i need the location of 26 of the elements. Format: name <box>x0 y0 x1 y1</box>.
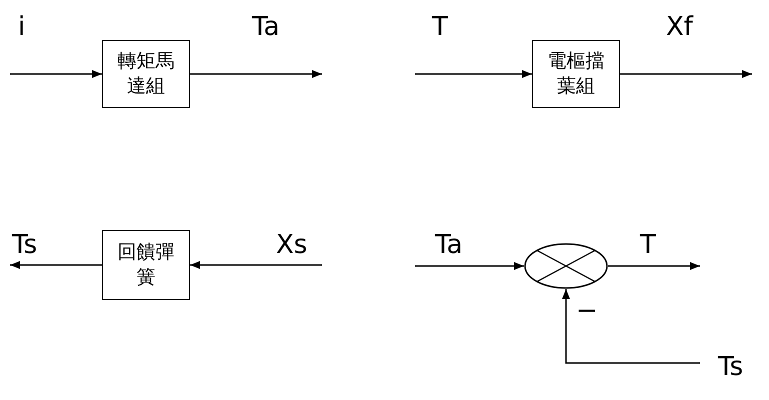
signal-label: i <box>18 12 26 42</box>
signal-label: Xf <box>666 12 693 42</box>
signal-label: Ta <box>252 12 280 42</box>
signal-label: Xs <box>276 230 308 260</box>
sign-label: − <box>576 296 598 326</box>
arrow <box>10 261 102 269</box>
process-box <box>532 40 620 108</box>
arrow <box>190 261 322 269</box>
arrow <box>190 70 322 78</box>
signal-label: T <box>640 230 656 260</box>
arrow <box>620 70 752 78</box>
signal-label: Ts <box>12 230 38 260</box>
signal-label: Ta <box>435 230 463 260</box>
process-box <box>102 230 190 300</box>
summing-junction <box>524 243 608 289</box>
block-label: 轉矩馬達組 <box>116 49 176 99</box>
arrow <box>10 70 102 78</box>
arrow <box>608 262 700 270</box>
block-label: 回饋彈簧 <box>116 240 176 290</box>
signal-label: T <box>432 12 448 42</box>
arrow <box>415 262 524 270</box>
arrow <box>415 70 532 78</box>
block-label: 電樞擋葉組 <box>546 49 606 99</box>
arrow <box>562 289 700 364</box>
signal-label: Ts <box>718 352 744 382</box>
process-box <box>102 40 190 108</box>
